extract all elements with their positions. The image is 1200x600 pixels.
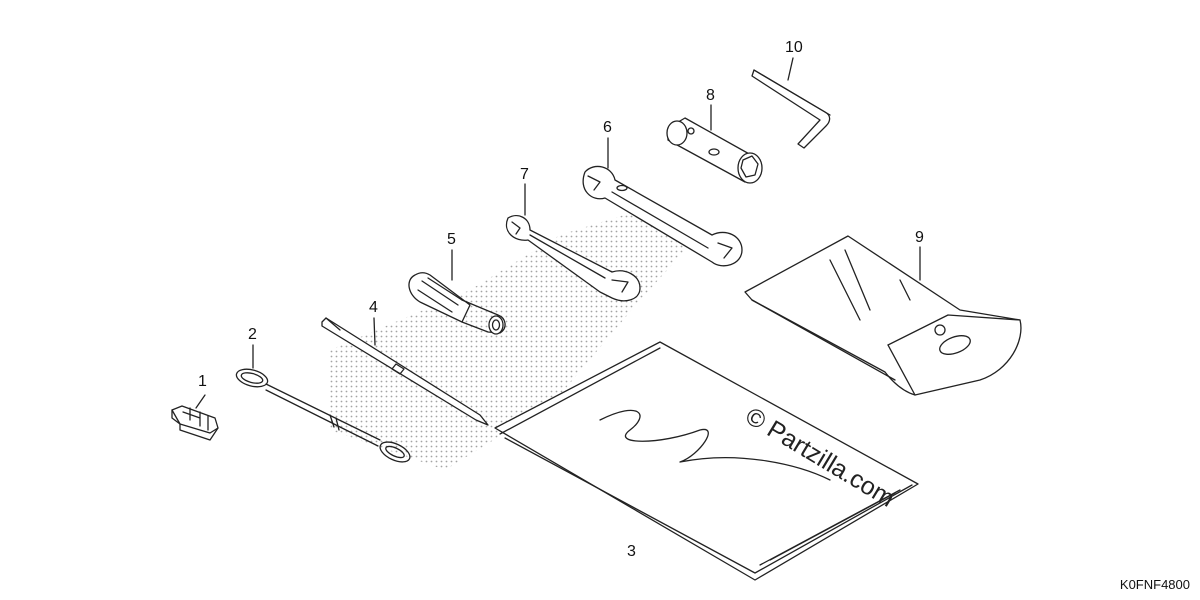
callout-9: 9 xyxy=(915,229,924,246)
callout-5: 5 xyxy=(447,231,456,248)
callout-4: 4 xyxy=(369,299,378,316)
callout-7: 7 xyxy=(520,166,529,183)
diagram-code: K0FNF4800 xyxy=(1119,577,1190,592)
part-10-hex-key xyxy=(751,69,831,149)
part-4-screwdriver-bar xyxy=(321,317,489,426)
callout-3: 3 xyxy=(627,543,636,560)
callout-1: 1 xyxy=(198,373,207,390)
leader-lines xyxy=(195,57,921,409)
callout-6: 6 xyxy=(603,119,612,136)
callout-2: 2 xyxy=(248,326,257,343)
callout-8: 8 xyxy=(706,87,715,104)
part-3-pouch xyxy=(494,341,919,581)
part-2-handle-rod xyxy=(235,368,411,463)
part-9-tool-bag xyxy=(744,235,1022,396)
part-6-wrench-large xyxy=(582,165,743,267)
part-8-socket-wrench xyxy=(666,117,763,184)
part-5-screwdriver-handle xyxy=(408,272,506,335)
callout-10: 10 xyxy=(785,39,803,56)
part-1-clip xyxy=(171,405,219,441)
part-7-wrench-small xyxy=(505,215,641,302)
